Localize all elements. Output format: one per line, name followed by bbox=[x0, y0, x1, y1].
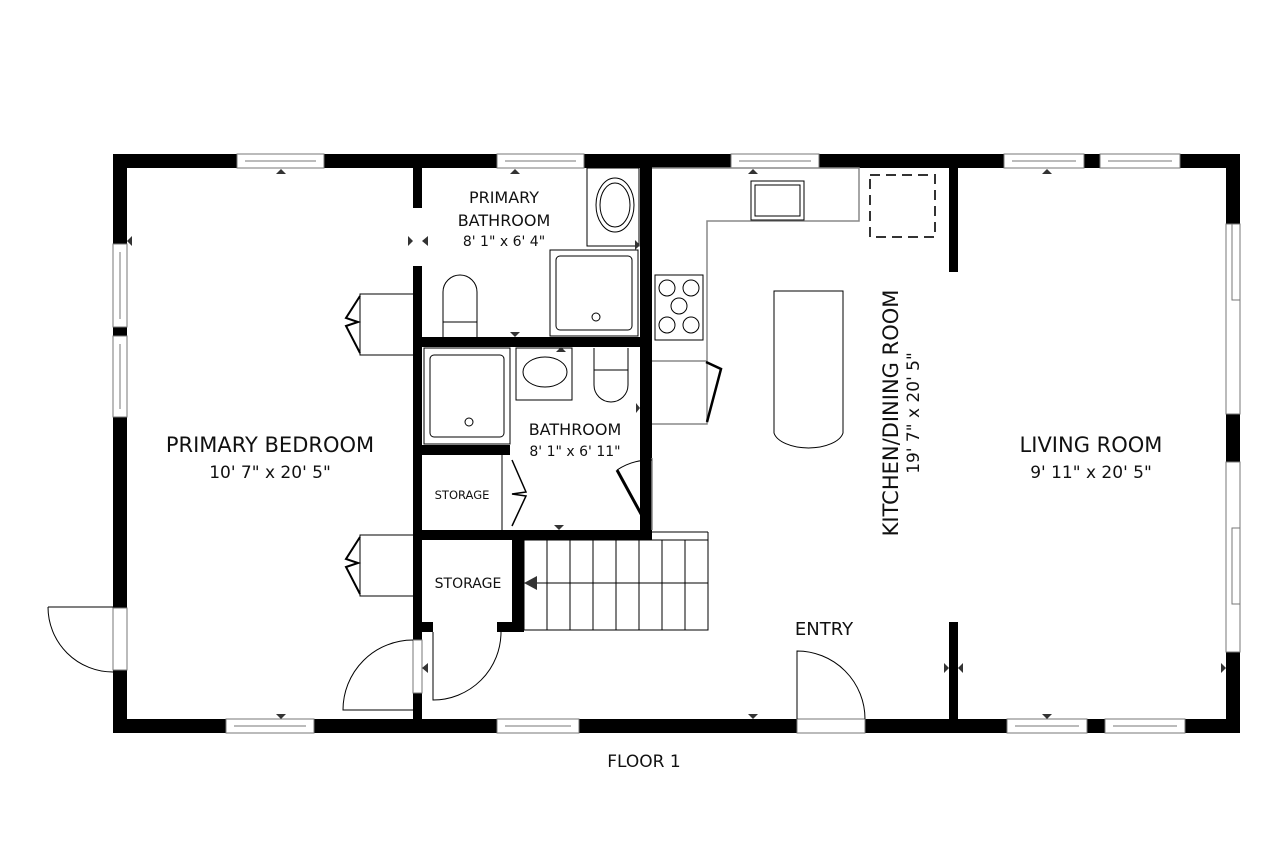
storage-upper-name: STORAGE bbox=[435, 488, 490, 502]
windows bbox=[112, 153, 1241, 734]
storage-lower-name: STORAGE bbox=[435, 576, 502, 592]
bathroom-dims: 8' 1" x 6' 11" bbox=[529, 444, 620, 460]
kitchen-fixtures bbox=[652, 167, 936, 449]
primary-bathroom-dims: 8' 1" x 6' 4" bbox=[463, 234, 545, 250]
bathroom-fixtures bbox=[423, 347, 653, 530]
primary-bath-fixtures bbox=[442, 167, 640, 337]
primary-bedroom-dims: 10' 7" x 20' 5" bbox=[209, 463, 331, 483]
closet-doors bbox=[342, 293, 502, 711]
living-room-name: LIVING ROOM bbox=[1020, 433, 1163, 457]
kitchen-dining-name: KITCHEN/DINING ROOM bbox=[879, 290, 903, 537]
bathroom-name: BATHROOM bbox=[529, 420, 622, 439]
primary-bedroom-name: PRIMARY BEDROOM bbox=[166, 433, 374, 457]
entry-name: ENTRY bbox=[795, 619, 854, 640]
exterior-doors bbox=[47, 606, 866, 734]
opening-markers bbox=[127, 169, 1226, 719]
interior-walls bbox=[413, 168, 958, 719]
primary-bathroom-name-2: BATHROOM bbox=[458, 211, 551, 230]
room-labels: PRIMARY BEDROOM 10' 7" x 20' 5" PRIMARY … bbox=[166, 188, 1163, 772]
living-room-dims: 9' 11" x 20' 5" bbox=[1030, 463, 1152, 483]
staircase bbox=[523, 531, 709, 631]
floor-label: FLOOR 1 bbox=[607, 752, 680, 772]
primary-bathroom-name-1: PRIMARY bbox=[469, 188, 539, 207]
kitchen-dining-dims: 19' 7" x 20' 5" bbox=[904, 352, 924, 474]
